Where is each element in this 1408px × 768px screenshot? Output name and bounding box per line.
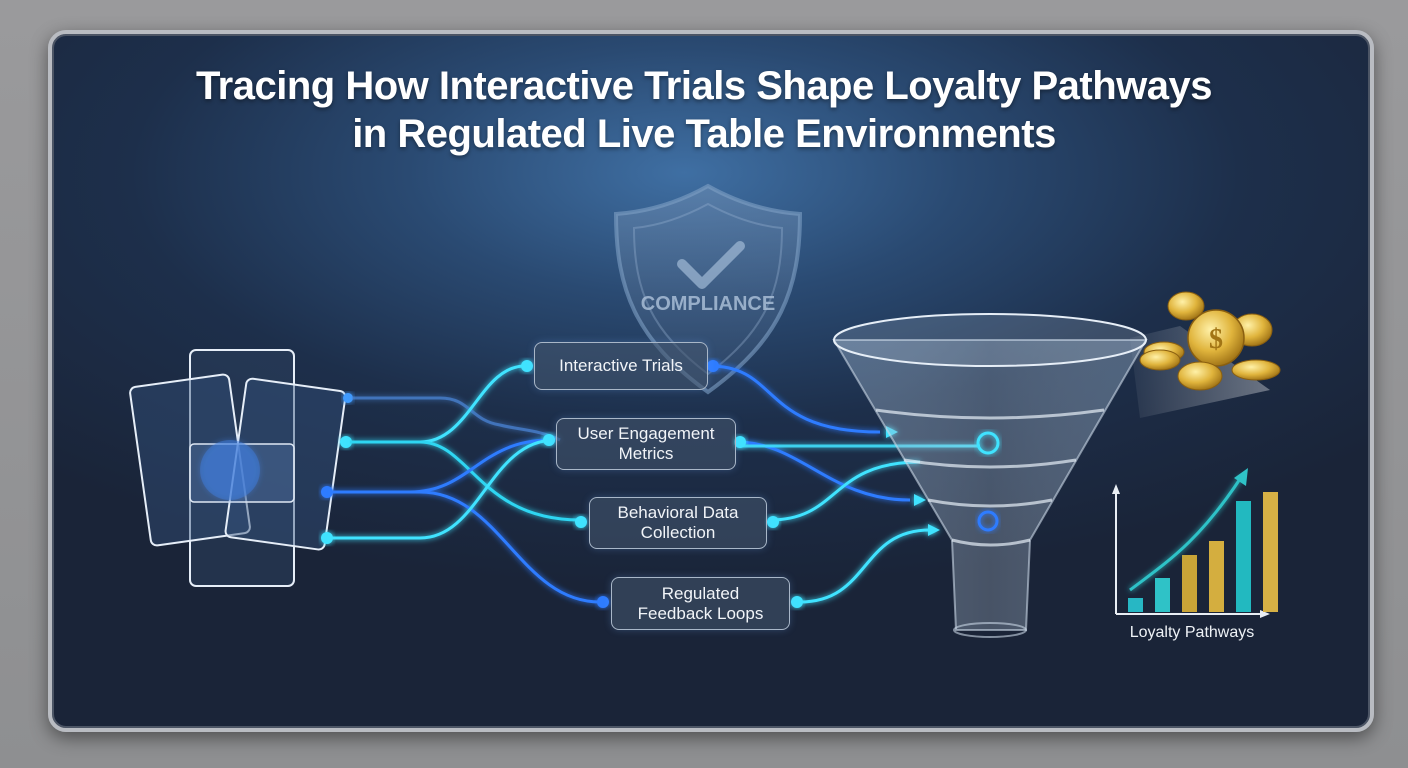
source-dot [340,436,352,448]
flow-line [769,460,921,522]
title-line-1: Tracing How Interactive Trials Shape Loy… [195,64,1213,108]
funnel-icon [832,313,1148,638]
flow-line [736,440,911,502]
node-dot [543,434,555,446]
trend-arrowhead-icon [1234,468,1248,486]
node-regulated-feedback-loops: Regulated Feedback Loops [611,577,790,630]
arrowhead-icon [914,494,926,506]
node-label: User Engagement Metrics [577,424,715,463]
chart-bar [1155,578,1170,612]
flow-line [331,490,601,604]
node-label: Behavioral Data Collection [617,503,739,542]
y-axis-arrow-icon [1112,484,1120,494]
flow-line [352,396,561,442]
shield-label: COMPLIANCE [641,293,775,315]
flow-line [709,364,881,434]
node-label: Interactive Trials [559,356,683,375]
shield-icon: COMPLIANCE [613,183,803,395]
chart-bar [1128,598,1143,612]
node-user-engagement-metrics: User Engagement Metrics [556,418,736,470]
source-dot [343,393,353,403]
chart-bar [1182,555,1197,612]
flow-line [350,364,526,444]
trend-arrow [1129,475,1244,592]
chart-bar [1263,492,1278,612]
title-line-2: in Regulated Live Table Environments [352,112,1056,156]
flow-line [350,440,581,522]
source-dot [321,486,333,498]
gold-coins-icon: $ [1139,291,1281,391]
node-behavioral-data-collection: Behavioral Data Collection [589,497,767,549]
loyalty-bar-chart [1112,468,1278,618]
node-dot [597,596,609,608]
flow-line [799,528,931,604]
checkmark-icon [677,241,745,289]
arrowhead-icon [928,524,940,536]
page-title: Tracing How Interactive Trials Shape Loy… [0,62,1408,158]
card-stack-icon [129,349,347,587]
svg-text:$: $ [1209,324,1223,355]
node-dots [521,360,803,608]
node-dot [521,360,533,372]
source-dot [321,532,333,544]
node-dot [575,516,587,528]
chart-caption: Loyalty Pathways [1129,624,1255,641]
node-interactive-trials: Interactive Trials [534,342,708,390]
node-dot [707,360,719,372]
node-label: Regulated Feedback Loops [637,583,764,623]
chart-bar [1236,501,1251,612]
flow-line [331,438,556,540]
funnel-node-icon [977,510,999,532]
node-dot [791,596,803,608]
source-dots [321,393,353,544]
funnel-node-icon [976,431,1000,455]
chart-bar [1209,541,1224,612]
node-dot [767,516,779,528]
x-axis-arrow-icon [1260,610,1270,618]
node-dot [734,436,746,448]
